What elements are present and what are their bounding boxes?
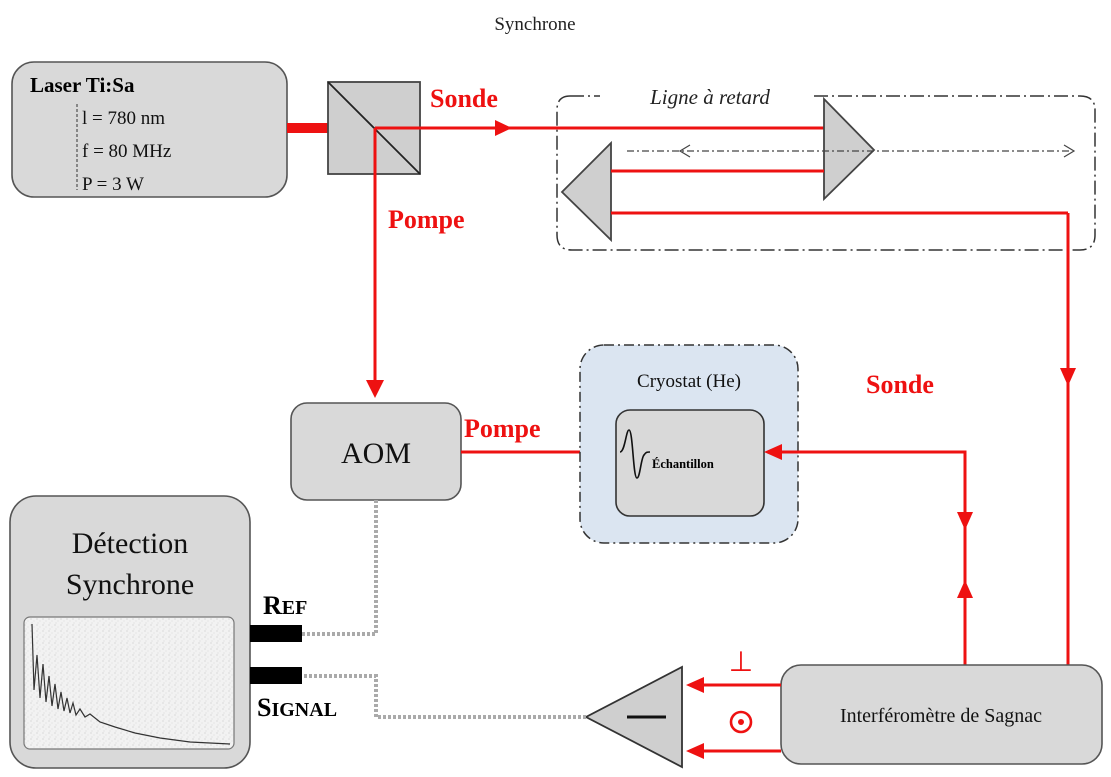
delay-line: Ligne à retard [556,85,1096,251]
differential-amplifier [584,665,683,769]
sagnac-box: Interféromètre de Sagnac [780,664,1103,765]
lockin-decay-trace [31,623,231,745]
cryostat: Cryostat (He) Échantillon [579,344,799,544]
lockin-screen [23,616,235,750]
laser-title: Laser Ti:Sa [30,73,135,97]
probe-label-right: Sonde [866,370,934,399]
parallel-beam-arrow [686,743,704,759]
probe-label-top: Sonde [430,84,498,113]
delay-line-label: Ligne à retard [649,85,770,109]
ref-cable [302,500,378,636]
probe-beam-arrow-down-2 [957,512,973,530]
ref-connector [250,625,302,642]
laser-param-wavelength: l = 780 nm [82,108,165,129]
signal-connector [250,667,302,684]
aom-box: AOM [290,402,462,501]
laser-param-frequency: f = 80 MHz [82,141,171,162]
lockin-title-line2: Synchrone [66,568,194,601]
pump-label-vertical: Pompe [388,205,465,234]
left-retroreflector [560,140,612,243]
pump-beam-arrow-down [366,380,384,398]
probe-beam-arrow-left [764,444,782,460]
signal-cable [302,674,586,719]
right-retroreflector [823,96,876,202]
lockin-box: Détection Synchrone [9,495,251,769]
translation-arrow-right [1063,144,1076,158]
laser-box: Laser Ti:Sa l = 780 nm f = 80 MHz P = 3 … [11,61,288,198]
parallel-symbol [729,710,753,734]
ref-label: REF [263,591,307,620]
pump-label-horizontal: Pompe [464,414,541,443]
probe-beam-arrow [495,120,512,136]
laser-param-power: P = 3 W [82,174,144,195]
sample-label: Échantillon [652,457,714,471]
perpendicular-beam-arrow [686,677,704,693]
aom-label: AOM [341,437,411,470]
sagnac-label: Interféromètre de Sagnac [840,705,1042,727]
probe-beam-arrow-up [957,580,973,598]
translation-arrow-left [678,144,691,158]
probe-beam-arrow-down [1060,368,1076,386]
sample-pulse-icon [619,429,651,479]
sample-box [615,409,765,517]
signal-label: SIGNAL [257,693,337,722]
probe-beam-to-sample [780,450,967,665]
diagram-title: Synchrone [494,14,575,35]
lockin-title-line1: Détection [72,527,189,560]
cryostat-label: Cryostat (He) [637,371,741,392]
perpendicular-symbol: ⊥ [729,647,753,678]
